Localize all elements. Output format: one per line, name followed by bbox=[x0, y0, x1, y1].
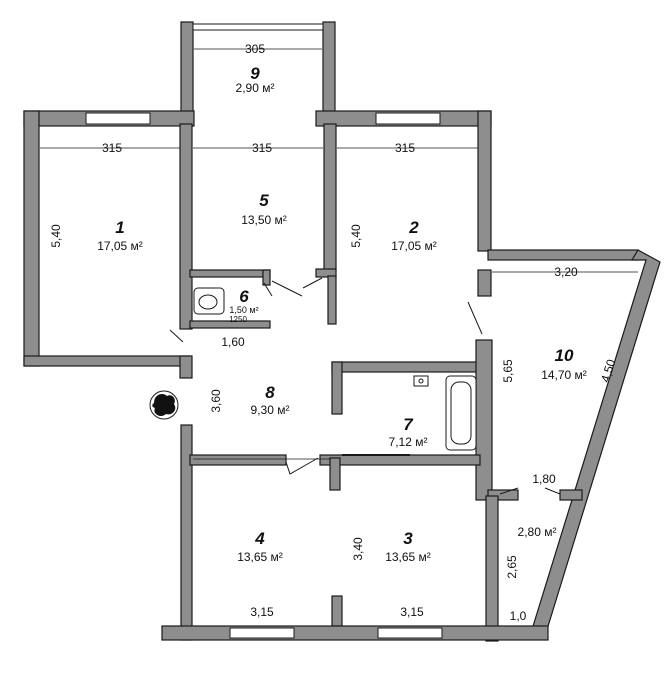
closet-area: 2,80 м² bbox=[518, 525, 557, 539]
room-9-number: 9 bbox=[250, 64, 260, 83]
door-swing-icon bbox=[467, 301, 483, 335]
room-10-number: 10 bbox=[555, 346, 574, 365]
doors bbox=[169, 277, 561, 495]
room-9-area: 2,90 м² bbox=[236, 81, 275, 95]
room-2-number: 2 bbox=[408, 218, 419, 237]
dim-hall-height: 3,60 bbox=[209, 389, 223, 413]
fixtures bbox=[193, 287, 477, 456]
dim-hall-width: 1,60 bbox=[221, 335, 245, 349]
room-7-number: 7 bbox=[403, 415, 414, 434]
room-4-area: 13,65 м² bbox=[237, 550, 283, 564]
room-4-number: 4 bbox=[254, 529, 265, 548]
dim-room-10-width: 3,20 bbox=[554, 265, 578, 279]
dim-room-3-width: 3,15 bbox=[400, 605, 424, 619]
door-swing-icon bbox=[263, 282, 273, 297]
room-5-number: 5 bbox=[259, 191, 269, 210]
dim-room-6-width: 1250 bbox=[229, 315, 247, 324]
dim-room-5-width: 315 bbox=[252, 141, 272, 155]
room-6-area: 1,50 м² bbox=[229, 305, 258, 315]
door-swing-icon bbox=[285, 457, 319, 475]
dim-room-3-4-height: 3,40 bbox=[351, 537, 365, 561]
door-swing-icon bbox=[271, 277, 323, 297]
room-3-number: 3 bbox=[403, 529, 413, 548]
door-swing-icon bbox=[169, 329, 190, 357]
dim-room-1-width: 315 bbox=[102, 141, 122, 155]
walls bbox=[23, 21, 661, 642]
dim-closet-height: 2,65 bbox=[505, 555, 519, 579]
room-3-area: 13,65 м² bbox=[385, 550, 431, 564]
room-10-area: 14,70 м² bbox=[541, 368, 587, 382]
door-swing-icon bbox=[499, 487, 561, 495]
dim-room-2-width: 315 bbox=[395, 141, 415, 155]
room-6-number: 6 bbox=[239, 287, 249, 306]
room-8-number: 8 bbox=[265, 383, 275, 402]
room-7-area: 7,12 м² bbox=[389, 435, 428, 449]
dimension-lines bbox=[40, 48, 638, 460]
room-5-area: 13,50 м² bbox=[241, 213, 287, 227]
dim-room-4-width: 3,15 bbox=[250, 605, 274, 619]
room-1-number: 1 bbox=[115, 218, 124, 237]
ventilation-shaft bbox=[149, 390, 179, 420]
dimension-labels: 305 315 315 315 5,40 5,40 3,20 5,65 4,50… bbox=[49, 42, 618, 623]
dim-room-10-diagonal: 4,50 bbox=[598, 357, 618, 384]
room-1-area: 17,05 м² bbox=[97, 239, 143, 253]
dim-room-1-height: 5,40 bbox=[49, 224, 63, 248]
dim-room-10-height: 5,65 bbox=[501, 359, 515, 383]
dim-room-2-height: 5,40 bbox=[349, 224, 363, 248]
windows bbox=[85, 23, 443, 639]
dim-closet-width: 1,80 bbox=[532, 472, 556, 486]
dim-closet-bottom: 1,0 bbox=[510, 609, 527, 623]
room-2-area: 17,05 м² bbox=[391, 239, 437, 253]
ventilation-shaft-icon bbox=[152, 394, 176, 417]
room-labels: 9 2,90 м² 1 17,05 м² 5 13,50 м² 2 17,05 … bbox=[97, 64, 587, 564]
dim-balcony-width: 305 bbox=[245, 42, 265, 56]
room-8-area: 9,30 м² bbox=[251, 403, 290, 417]
